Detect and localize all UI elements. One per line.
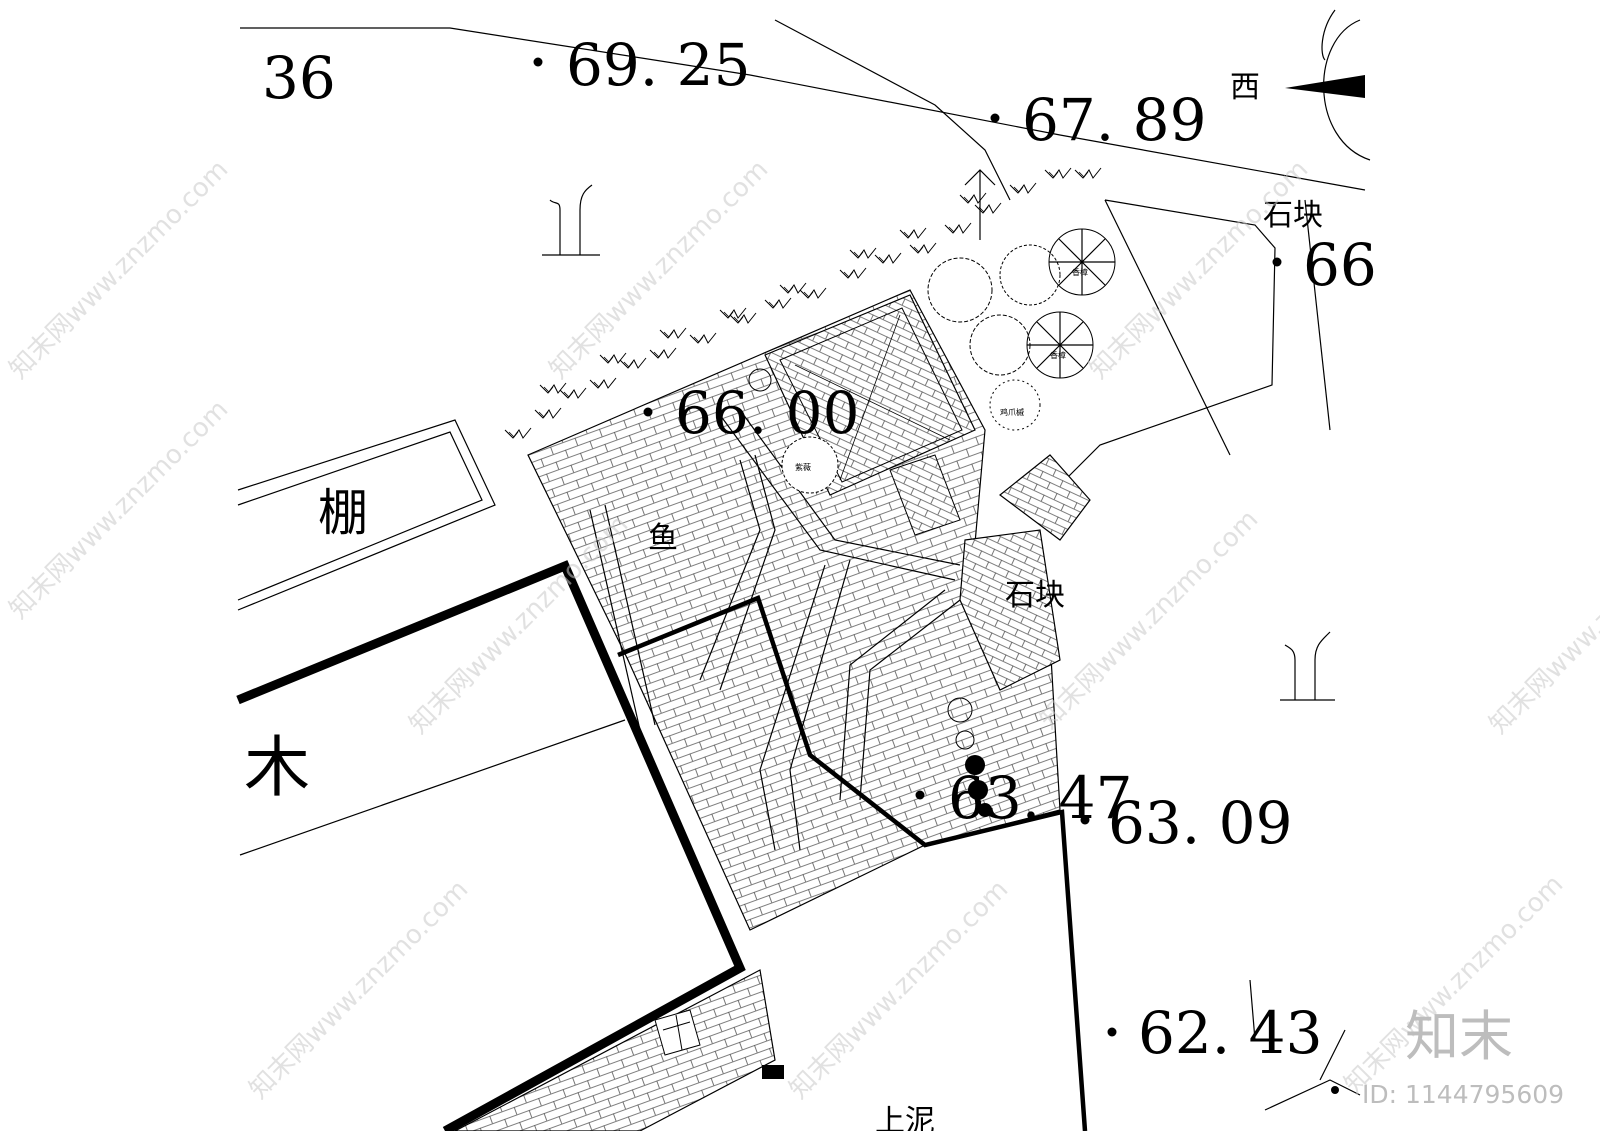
flower-label: 紫薇 <box>795 462 811 472</box>
watermark-text-2: 知末网www.znzmo.com <box>544 154 775 385</box>
fish-label: 鱼 <box>648 521 678 556</box>
elevation-63-47: 63. 47 <box>948 764 1132 832</box>
shed-label: 棚 <box>318 484 368 542</box>
north-arrow <box>1285 9 1371 161</box>
stone-label-top: 石块 <box>1263 198 1323 233</box>
stone-label-middle: 石块 <box>1005 578 1065 613</box>
north-label: 西 <box>1230 70 1260 105</box>
watermark-text-7: 知末网www.znzmo.com <box>1484 509 1600 740</box>
elevation-66: 66 <box>1303 231 1377 299</box>
elevation-36: 36 <box>262 44 336 112</box>
watermark-text-3: 知末网www.znzmo.com <box>1084 154 1315 385</box>
tree-symbol-right <box>1280 631 1335 701</box>
elevation-labels: 36 69. 25 67. 89 66. 00 63. 47 63. 09 62… <box>262 31 1377 1067</box>
elevation-67-89: 67. 89 <box>1022 86 1206 154</box>
paving-paths <box>589 409 961 851</box>
watermark-text-8: 知末网www.znzmo.com <box>244 874 475 1105</box>
watermark-logo: 知末 <box>1405 1005 1513 1068</box>
watermark-text-5: 知末网www.znzmo.com <box>404 509 635 740</box>
paved-courtyard <box>454 289 1091 1131</box>
elevation-66-00: 66. 00 <box>675 379 859 447</box>
shed-outline <box>237 419 496 611</box>
elevation-62-43: 62. 43 <box>1138 999 1322 1067</box>
tree-label-camphor-1: 香樟 <box>1072 267 1088 277</box>
area-labels: 西 棚 鱼 木 石块 石块 香樟 香樟 鸡爪槭 紫薇 上泥 <box>244 70 1323 1131</box>
watermark-text-1: 知末网www.znzmo.com <box>4 154 235 385</box>
tree-symbol-left <box>542 184 600 256</box>
grass-edge <box>504 167 1102 439</box>
shrub-label: 鸡爪槭 <box>1000 407 1024 417</box>
watermark-text-6: 知末网www.znzmo.com <box>1034 504 1265 735</box>
contour-lines <box>239 19 1366 1111</box>
watermark-text-9: 知末网www.znzmo.com <box>784 874 1015 1105</box>
bottom-cut-label: 上泥 <box>875 1104 935 1131</box>
elevation-63-09: 63. 09 <box>1108 789 1292 857</box>
elevation-dots <box>533 57 1339 1094</box>
wood-label: 木 <box>244 729 310 806</box>
elevation-69-25: 69. 25 <box>566 31 750 99</box>
watermark-text-4: 知末网www.znzmo.com <box>4 394 235 625</box>
watermark-id: ID: 1144795609 <box>1362 1080 1564 1109</box>
building-walls <box>236 560 1088 1131</box>
tree-label-camphor-2: 香樟 <box>1050 350 1066 360</box>
tree-canopies <box>748 228 1116 817</box>
